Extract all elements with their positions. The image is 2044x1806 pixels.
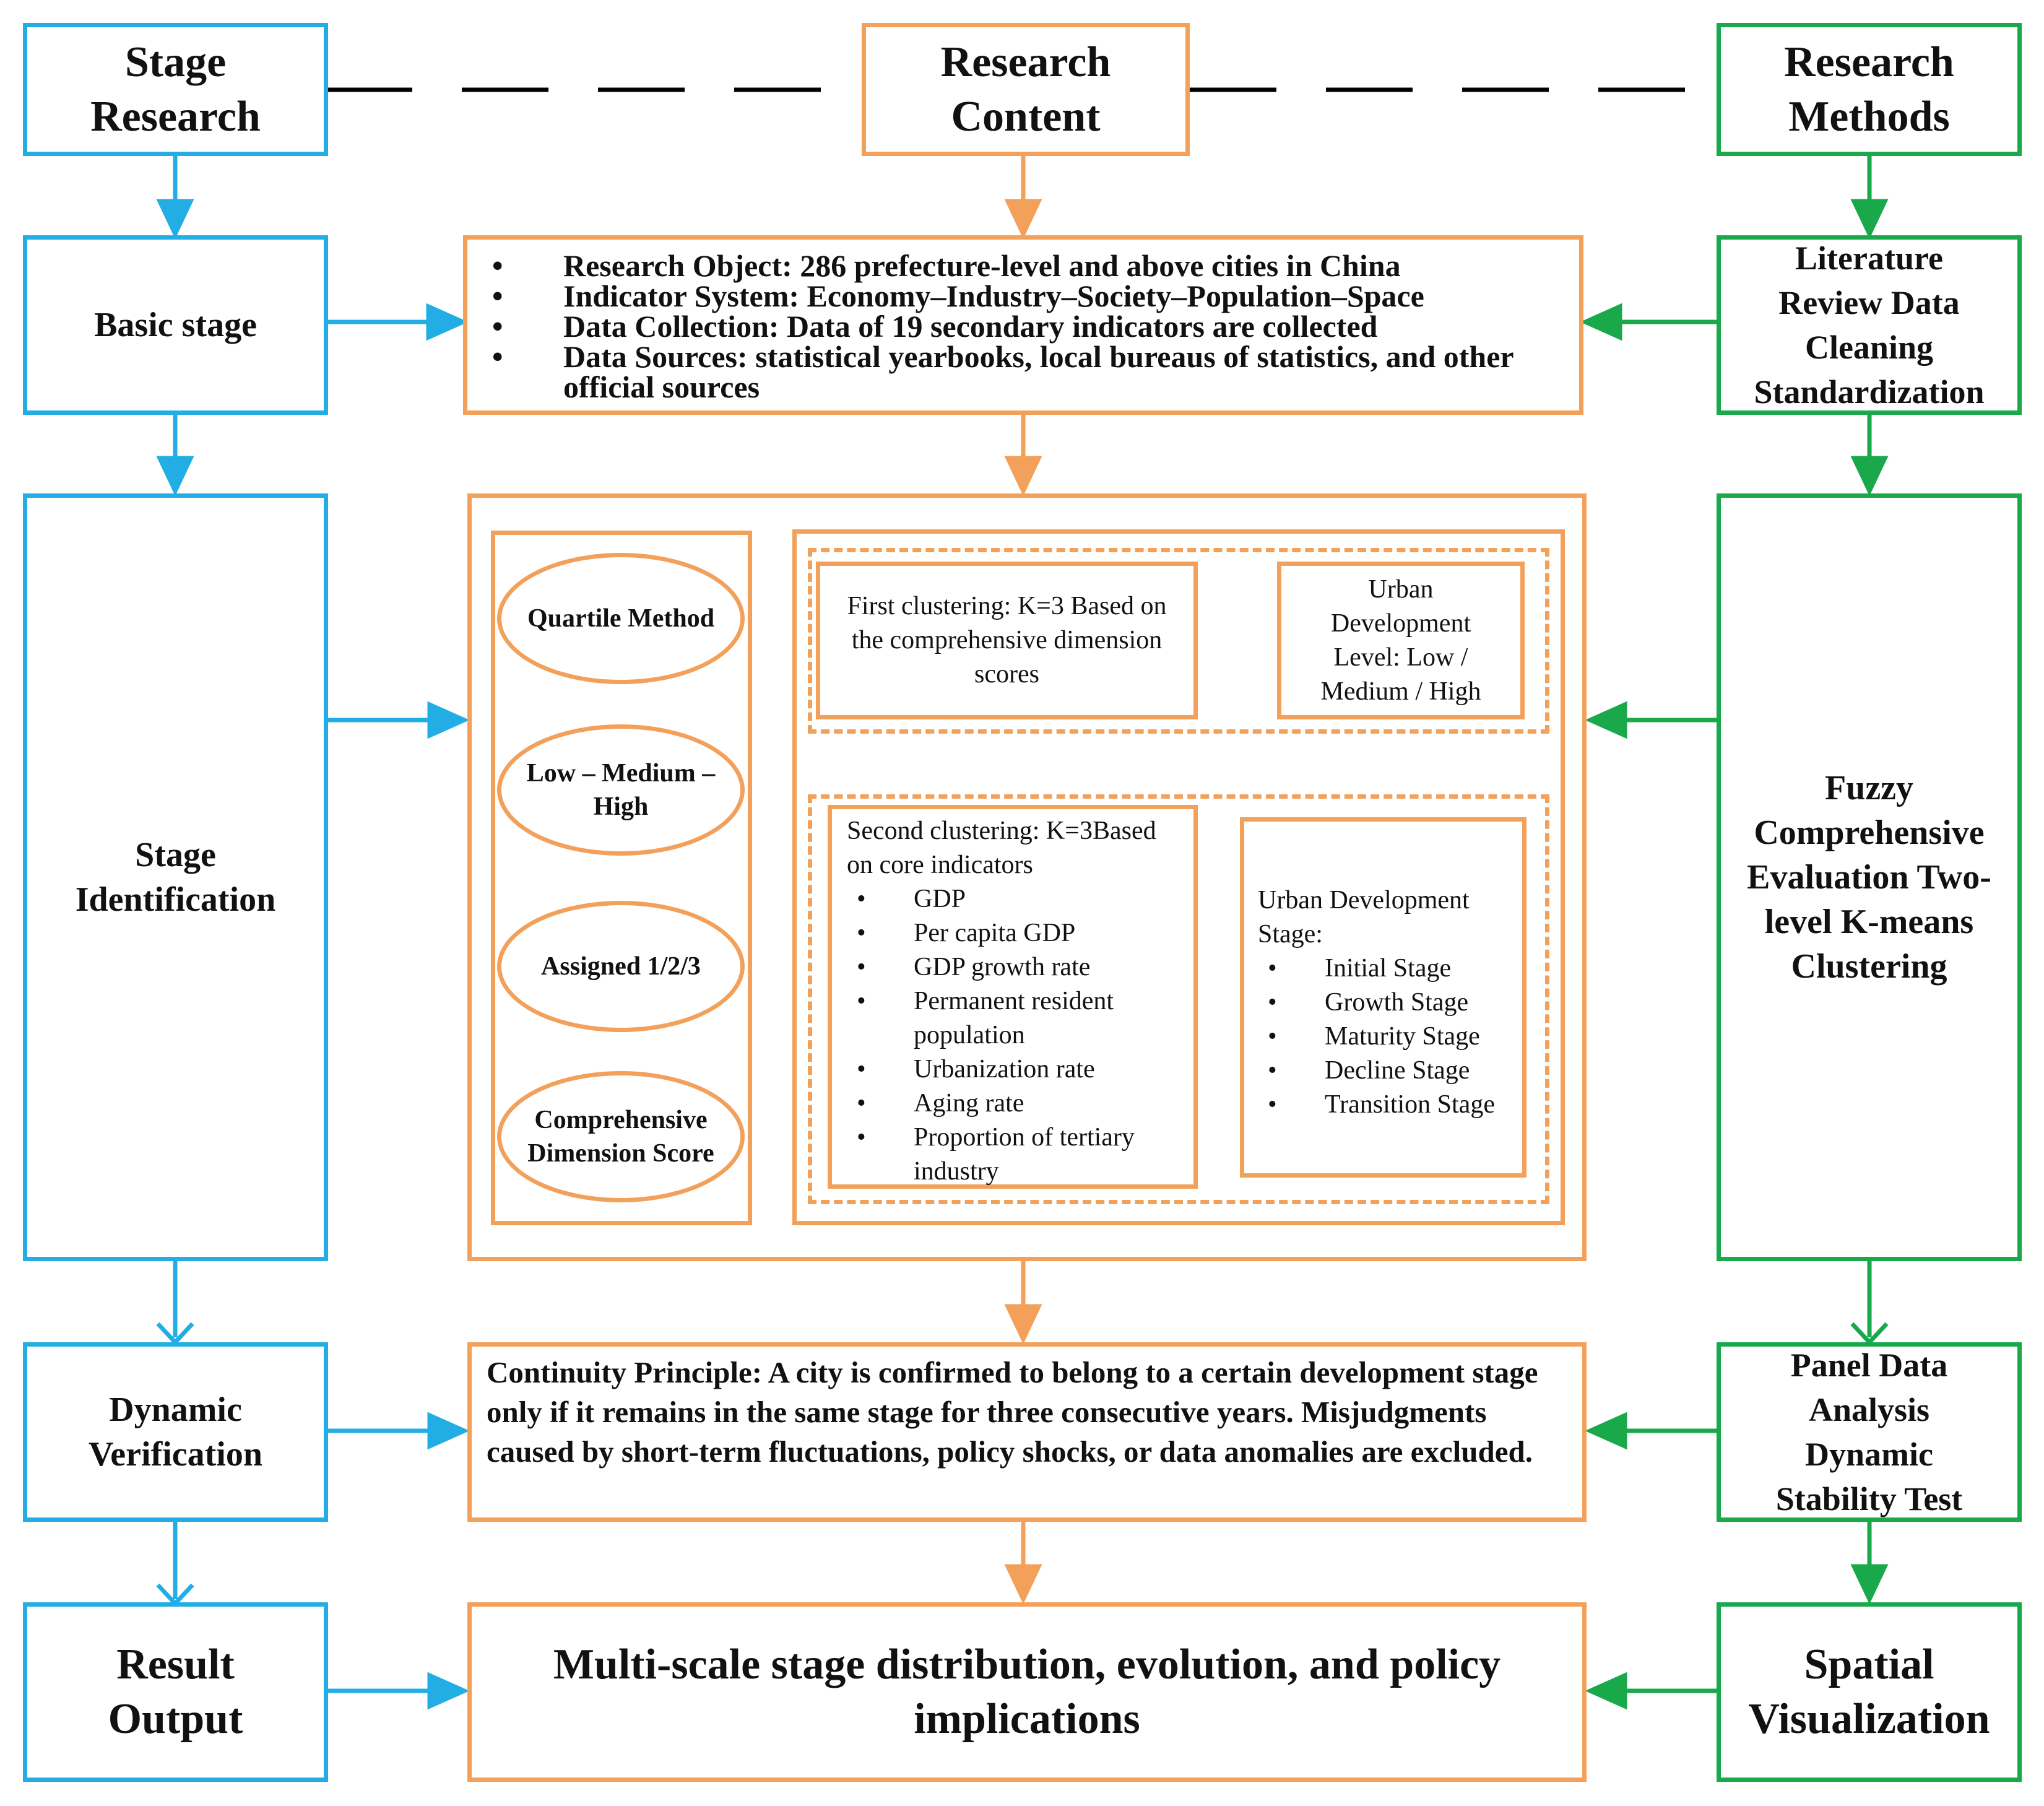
verification-methods-box: Panel Data Analysis Dynamic Stability Te… — [1717, 1342, 2022, 1522]
quartile-method-ellipse: Quartile Method — [497, 553, 745, 684]
development-stage-item: Initial Stage — [1258, 952, 1514, 986]
development-stage-item: Maturity Stage — [1258, 1020, 1514, 1054]
stage-research-header: Stage Research — [23, 23, 328, 156]
first-clustering-group — [808, 548, 1549, 734]
green-arrow-left — [1580, 303, 1622, 341]
output-methods-text: Spatial Visualization — [1748, 1641, 1990, 1743]
green-arrow-down — [1850, 199, 1889, 240]
identification-methods-box: Fuzzy Comprehensive Evaluation Two-level… — [1717, 493, 2022, 1261]
core-indicator-item: Proportion of tertiary industry — [847, 1121, 1182, 1189]
ellipse-label: Low – Medium – High — [526, 759, 716, 821]
result-output-box: Result Output — [23, 1602, 328, 1782]
dynamic-verification-text: Dynamic Verification — [89, 1391, 262, 1474]
green-arrow-left — [1585, 1412, 1627, 1450]
basic-content-item: Indicator System: Economy–Industry–Socie… — [480, 280, 1567, 311]
research-content-header-text: Research Content — [940, 38, 1111, 141]
blue-arrow-down — [156, 199, 194, 240]
low-medium-high-ellipse: Low – Medium – High — [497, 724, 745, 856]
green-arrow-down — [1850, 456, 1889, 497]
basic-stage-box: Basic stage — [23, 235, 328, 415]
second-clustering-heading: Second clustering: K=3Based on core indi… — [847, 817, 1156, 879]
development-level-text: Urban Development Level: Low / Medium / … — [1320, 575, 1481, 706]
research-methods-header-text: Research Methods — [1784, 38, 1954, 141]
orange-arrow-down — [1004, 1304, 1042, 1345]
comprehensive-score-ellipse: Comprehensive Dimension Score — [497, 1071, 745, 1202]
orange-arrow-down — [1004, 199, 1042, 240]
green-arrow-left — [1585, 1672, 1627, 1710]
basic-methods-text: Literature Review Data Cleaning Standard… — [1754, 240, 1985, 410]
ellipse-label: Comprehensive Dimension Score — [527, 1106, 714, 1168]
ellipse-label: Quartile Method — [527, 604, 715, 633]
blue-arrow-right — [427, 1672, 470, 1710]
result-output-text: Result Output — [108, 1641, 243, 1743]
basic-methods-box: Literature Review Data Cleaning Standard… — [1717, 235, 2022, 415]
orange-arrow-down — [1004, 1564, 1042, 1605]
development-stage-item: Growth Stage — [1258, 986, 1514, 1020]
stage-identification-box: Stage Identification — [23, 493, 328, 1261]
identification-methods-text: Fuzzy Comprehensive Evaluation Two-level… — [1747, 769, 1991, 986]
blue-arrow-right — [427, 701, 470, 739]
core-indicator-item: GDP — [847, 882, 1182, 916]
verification-content-box: Continuity Principle: A city is confirme… — [467, 1342, 1587, 1522]
second-clustering-box: Second clustering: K=3Based on core indi… — [828, 805, 1198, 1189]
development-stage-item: Transition Stage — [1258, 1088, 1514, 1122]
basic-content-item: Data Sources: statistical yearbooks, loc… — [480, 341, 1567, 402]
development-stage-box: Urban Development Stage: Initial Stage G… — [1240, 817, 1527, 1178]
output-content-box: Multi-scale stage distribution, evolutio… — [467, 1602, 1587, 1782]
ellipse-label: Assigned 1/2/3 — [541, 952, 701, 981]
stage-identification-text: Stage Identification — [75, 836, 276, 919]
basic-content-box: Research Object: 286 prefecture-level an… — [463, 235, 1583, 415]
basic-content-item: Data Collection: Data of 19 secondary in… — [480, 311, 1567, 342]
core-indicator-item: Urbanization rate — [847, 1053, 1182, 1087]
green-arrow-down — [1850, 1564, 1889, 1605]
research-methods-header: Research Methods — [1717, 23, 2022, 156]
basic-content-list: Research Object: 286 prefecture-level an… — [480, 250, 1567, 402]
first-clustering-box: First clustering: K=3 Based on the compr… — [816, 562, 1198, 719]
orange-arrow-down — [1004, 456, 1042, 497]
output-content-text: Multi-scale stage distribution, evolutio… — [553, 1641, 1501, 1743]
development-stage-list: Initial Stage Growth Stage Maturity Stag… — [1258, 952, 1514, 1122]
core-indicator-list: GDP Per capita GDP GDP growth rate Perma… — [847, 882, 1182, 1189]
blue-arrow-right — [426, 303, 469, 341]
development-stage-item: Decline Stage — [1258, 1054, 1514, 1088]
first-clustering-text: First clustering: K=3 Based on the compr… — [847, 592, 1167, 688]
core-indicator-item: Per capita GDP — [847, 916, 1182, 950]
dynamic-verification-box: Dynamic Verification — [23, 1342, 328, 1522]
core-indicator-item: GDP growth rate — [847, 950, 1182, 984]
blue-arrow-down — [156, 456, 194, 497]
stage-research-header-text: Stage Research — [90, 38, 261, 141]
green-arrow-left — [1585, 701, 1627, 739]
development-stage-heading: Urban Development Stage: — [1258, 886, 1470, 949]
continuity-principle-text: Continuity Principle: A city is confirme… — [487, 1355, 1538, 1469]
development-level-box: Urban Development Level: Low / Medium / … — [1277, 562, 1525, 719]
output-methods-box: Spatial Visualization — [1717, 1602, 2022, 1782]
blue-arrow-right — [427, 1412, 470, 1450]
second-clustering-group — [808, 794, 1549, 1204]
research-content-header: Research Content — [862, 23, 1190, 156]
verification-methods-text: Panel Data Analysis Dynamic Stability Te… — [1775, 1347, 1963, 1517]
core-indicator-item: Permanent resident population — [847, 984, 1182, 1053]
basic-stage-text: Basic stage — [94, 306, 257, 344]
basic-content-item: Research Object: 286 prefecture-level an… — [480, 250, 1567, 281]
assigned-ellipse: Assigned 1/2/3 — [497, 901, 745, 1032]
core-indicator-item: Aging rate — [847, 1087, 1182, 1121]
